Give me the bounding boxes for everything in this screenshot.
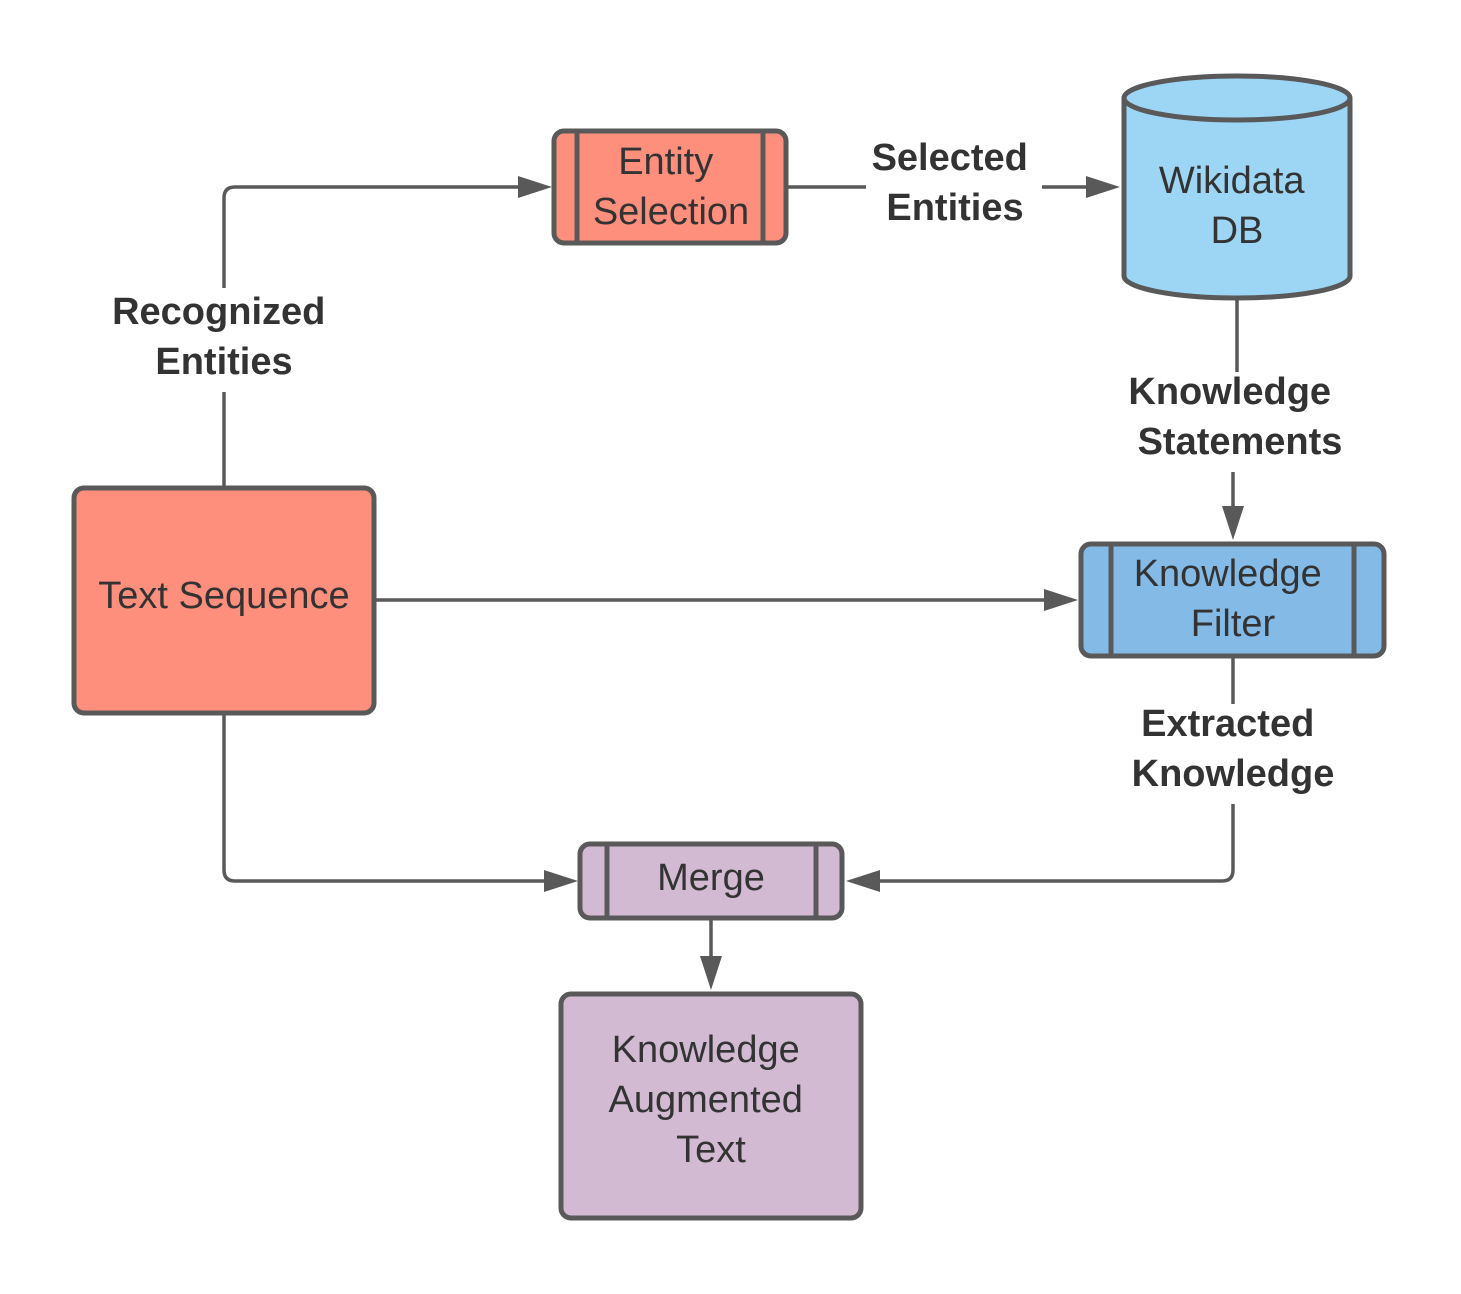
edge-text-to-merge: [222, 715, 578, 892]
edge-extracted-knowledge: Extracted Knowledge: [846, 658, 1334, 892]
node-merge: Merge: [577, 841, 845, 921]
edge-merge-to-output: [700, 920, 722, 990]
arrowhead-icon: [544, 870, 578, 892]
node-label-entity-selection: Entity Selection: [593, 141, 749, 233]
arrowhead-icon: [700, 956, 722, 990]
node-label-text-sequence: Text Sequence: [98, 575, 349, 617]
edge-text-to-filter: [376, 589, 1078, 611]
edge-label-recognized-entities: Recognized Entities: [112, 291, 336, 383]
edge-label-selected-entities: Selected Entities: [872, 137, 1039, 229]
edge-label-extracted-knowledge: Extracted Knowledge: [1132, 703, 1335, 795]
node-label-knowledge-augmented-text: Knowledge Augmented Text: [609, 1029, 814, 1171]
node-label-merge: Merge: [657, 857, 765, 899]
node-knowledge-augmented-text: Knowledge Augmented Text: [558, 991, 864, 1221]
node-wikidata-db: Wikidata DB: [1121, 73, 1353, 301]
edge-selected-entities: Selected Entities: [788, 137, 1120, 229]
edge-label-knowledge-statements: Knowledge Statements: [1128, 371, 1342, 463]
node-label-knowledge-filter: Knowledge Filter: [1134, 553, 1333, 645]
arrowhead-icon: [846, 870, 880, 892]
arrowhead-icon: [1044, 589, 1078, 611]
arrowhead-icon: [1086, 176, 1120, 198]
node-knowledge-filter: Knowledge Filter: [1078, 541, 1387, 659]
node-text-sequence: Text Sequence: [71, 485, 377, 716]
arrowhead-icon: [518, 176, 552, 198]
node-label-wikidata-db: Wikidata DB: [1159, 160, 1315, 252]
node-entity-selection: Entity Selection: [551, 128, 789, 246]
edge-recognized-entities: Recognized Entities: [112, 176, 552, 486]
arrowhead-icon: [1222, 506, 1244, 540]
edge-knowledge-statements: Knowledge Statements: [1128, 300, 1342, 540]
